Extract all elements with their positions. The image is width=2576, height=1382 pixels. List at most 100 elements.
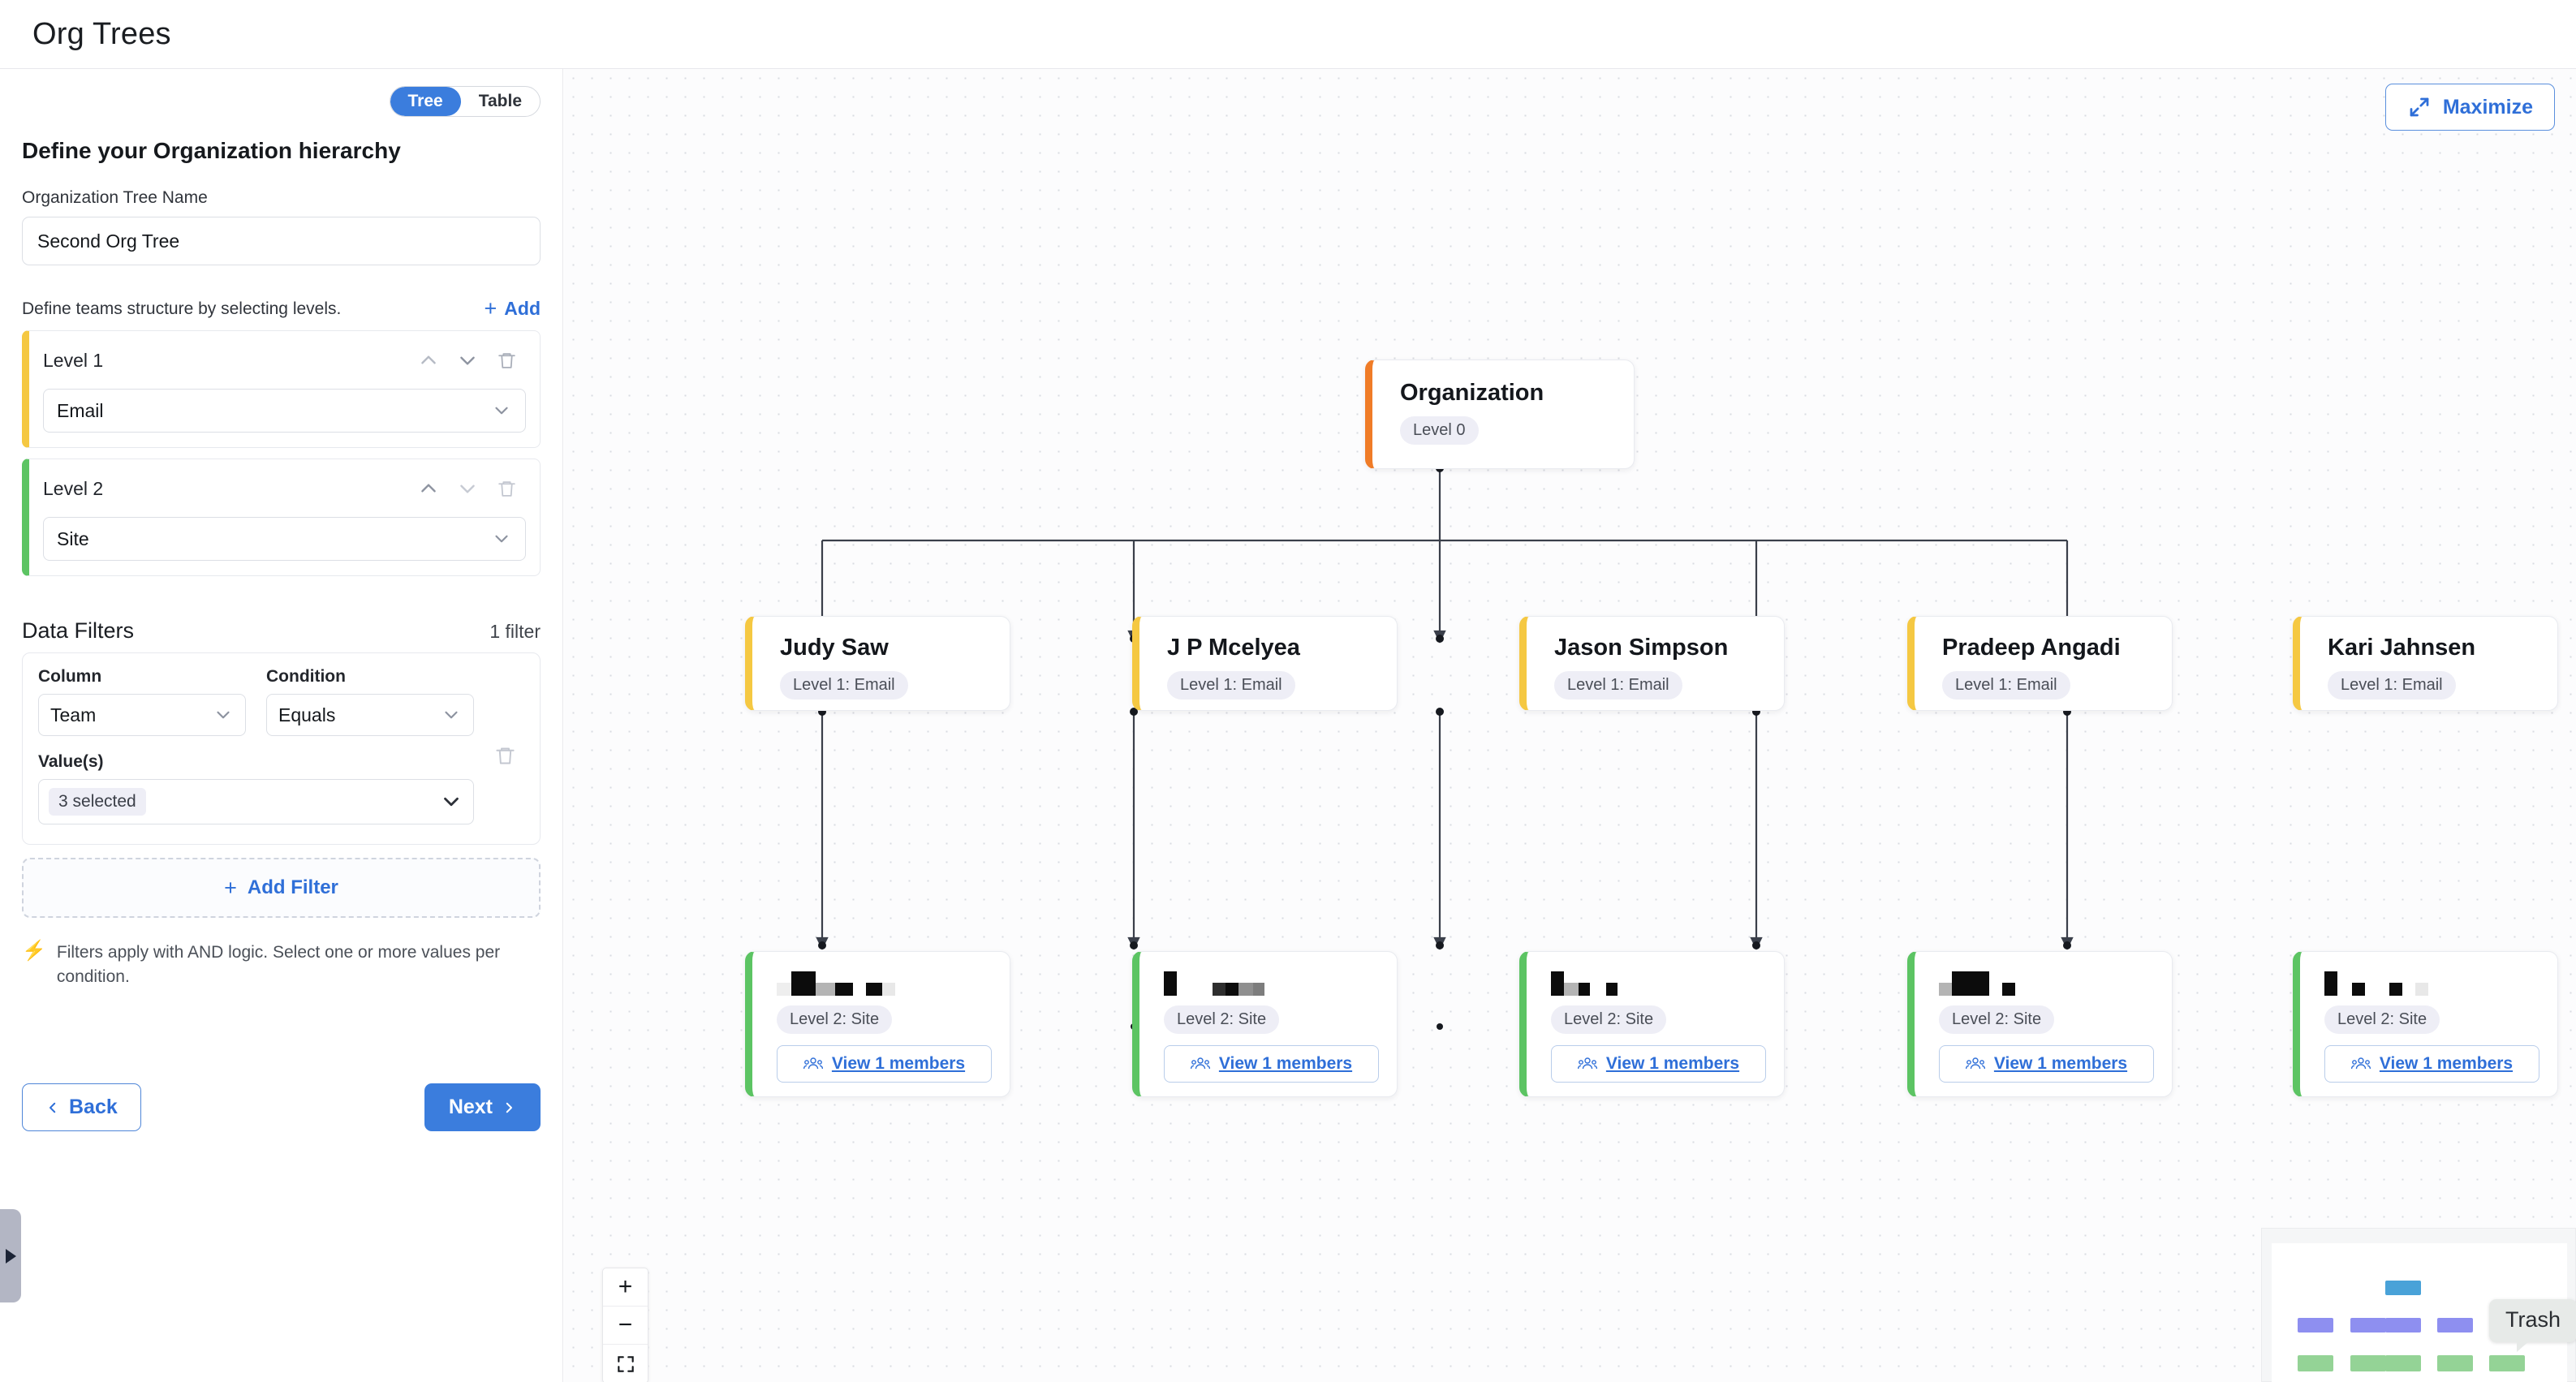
- level-1-field-select[interactable]: Email: [43, 389, 526, 433]
- view-toggle[interactable]: Tree Table: [389, 86, 541, 117]
- zoom-out-button[interactable]: −: [603, 1307, 648, 1345]
- org-node-level2-badge: Level 2: Site: [2324, 1005, 2440, 1034]
- org-node-level2-badge: Level 2: Site: [777, 1005, 893, 1034]
- org-node-level1-title: Jason Simpson: [1554, 635, 1729, 661]
- maximize-button[interactable]: Maximize: [2384, 84, 2555, 131]
- org-tree-canvas[interactable]: Maximize: [564, 69, 2576, 1382]
- minimap-node-root: [2385, 1281, 2421, 1295]
- redaction-block: [853, 983, 866, 996]
- org-node-level2[interactable]: Level 2: Site View 1 members: [1132, 951, 1398, 1097]
- org-node-level2[interactable]: Level 2: Site View 1 members: [1907, 951, 2173, 1097]
- filter-condition-select[interactable]: Equals: [266, 694, 474, 736]
- view-members-label: View 1 members: [831, 1054, 966, 1073]
- redaction-block: [2002, 983, 2015, 996]
- org-node-level2[interactable]: Level 2: Site View 1 members: [745, 951, 1010, 1097]
- org-node-root[interactable]: Organization Level 0: [1365, 359, 1635, 469]
- minimap-node-level2: [2350, 1355, 2386, 1371]
- filter-fields: Column Team Condition Equals: [38, 667, 474, 824]
- delete-level-2-button[interactable]: [487, 471, 526, 506]
- zoom-controls[interactable]: + −: [602, 1268, 648, 1382]
- view-members-button[interactable]: View 1 members: [1939, 1045, 2154, 1083]
- org-node-level2-title-redacted: [1164, 965, 1379, 996]
- back-label: Back: [69, 1096, 118, 1118]
- tab-table[interactable]: Table: [478, 92, 522, 110]
- redaction-block: [1564, 983, 1579, 996]
- redaction-block: [1939, 983, 1952, 996]
- trash-tooltip: Trash: [2488, 1299, 2576, 1352]
- org-node-level1[interactable]: Judy Saw Level 1: Email: [745, 616, 1010, 711]
- view-members-button[interactable]: View 1 members: [2324, 1045, 2539, 1083]
- redaction-block: [816, 983, 835, 996]
- filter-column-group: Column Team: [38, 667, 246, 736]
- view-members-button[interactable]: View 1 members: [1551, 1045, 1766, 1083]
- move-level-1-up-button[interactable]: [409, 342, 448, 378]
- sidebar-expand-handle[interactable]: [0, 1209, 21, 1302]
- org-node-level1[interactable]: Jason Simpson Level 1: Email: [1519, 616, 1785, 711]
- org-node-level1[interactable]: Kari Jahnsen Level 1: Email: [2293, 616, 2558, 711]
- filter-condition-label: Condition: [266, 667, 346, 686]
- back-button[interactable]: Back: [22, 1083, 141, 1131]
- tree-edges: [816, 464, 2074, 1030]
- add-level-button[interactable]: + Add: [485, 298, 541, 320]
- redaction-block: [1226, 983, 1238, 996]
- org-node-root-badge: Level 0: [1400, 416, 1479, 445]
- org-node-level2-title-redacted: [1939, 965, 2154, 996]
- org-node-level1-title: Pradeep Angadi: [1942, 635, 2121, 661]
- org-node-level2-badge: Level 2: Site: [1164, 1005, 1280, 1034]
- redaction-block: [2389, 983, 2402, 996]
- filter-column-value: Team: [50, 704, 97, 725]
- level-2-field-select[interactable]: Site: [43, 517, 526, 561]
- filter-values-select[interactable]: 3 selected: [38, 779, 474, 824]
- delete-filter-button[interactable]: [485, 738, 524, 773]
- filters-title: Data Filters: [22, 618, 135, 643]
- chevron-down-icon: [445, 711, 458, 719]
- view-members-button[interactable]: View 1 members: [1164, 1045, 1379, 1083]
- org-node-level1-badge: Level 1: Email: [1167, 671, 1295, 700]
- filter-row: Column Team Condition Equals: [22, 652, 541, 845]
- level-card-2: Level 2 Site: [22, 459, 541, 576]
- redaction-block: [2402, 983, 2415, 996]
- level-card-1-header: Level 1: [43, 342, 526, 378]
- org-node-level1[interactable]: J P Mcelyea Level 1: Email: [1132, 616, 1398, 711]
- org-node-level2[interactable]: Level 2: Site View 1 members: [2293, 951, 2558, 1097]
- zoom-in-button[interactable]: +: [603, 1268, 648, 1307]
- redaction-block: [2365, 983, 2389, 996]
- members-icon: [2350, 1057, 2371, 1070]
- levels-hint: Define teams structure by selecting leve…: [22, 299, 342, 318]
- redaction-block: [1213, 983, 1226, 996]
- org-node-level2[interactable]: Level 2: Site View 1 members: [1519, 951, 1785, 1097]
- org-node-level1-badge: Level 1: Email: [1554, 671, 1682, 700]
- redaction-block: [1164, 971, 1177, 996]
- filters-header: Data Filters 1 filter: [22, 618, 541, 644]
- delete-level-1-button[interactable]: [487, 342, 526, 378]
- members-icon: [1577, 1057, 1597, 1070]
- add-filter-button[interactable]: + Add Filter: [22, 858, 541, 918]
- tab-tree[interactable]: Tree: [390, 87, 461, 116]
- add-filter-label: Add Filter: [247, 876, 338, 898]
- org-node-level1[interactable]: Pradeep Angadi Level 1: Email: [1907, 616, 2173, 711]
- chevron-down-icon: [444, 797, 459, 807]
- move-level-2-down-button[interactable]: [448, 471, 487, 506]
- plus-icon: +: [224, 875, 237, 900]
- filter-top-row: Column Team Condition Equals: [38, 667, 474, 736]
- move-level-1-down-button[interactable]: [448, 342, 487, 378]
- redaction-block: [1253, 983, 1264, 996]
- org-node-level1-badge: Level 1: Email: [1942, 671, 2070, 700]
- fit-view-icon: [617, 1355, 634, 1372]
- view-members-button[interactable]: View 1 members: [777, 1045, 992, 1083]
- top-bar: Org Trees: [0, 0, 2576, 69]
- minimap-node-level1: [2437, 1318, 2473, 1332]
- minimap[interactable]: Trash: [2261, 1228, 2576, 1382]
- members-icon: [803, 1057, 823, 1070]
- next-button[interactable]: Next: [424, 1083, 541, 1131]
- org-node-level2-title-redacted: [777, 965, 992, 996]
- move-level-2-up-button[interactable]: [409, 471, 448, 506]
- delete-filter-cell: [485, 667, 524, 824]
- redaction-block: [1952, 971, 1989, 996]
- tree-name-input[interactable]: [22, 217, 541, 265]
- fit-view-button[interactable]: [603, 1345, 648, 1382]
- view-members-label: View 1 members: [2379, 1054, 2514, 1073]
- chevron-down-icon: [495, 535, 508, 543]
- minimap-node-level1: [2350, 1318, 2386, 1332]
- filter-column-select[interactable]: Team: [38, 694, 246, 736]
